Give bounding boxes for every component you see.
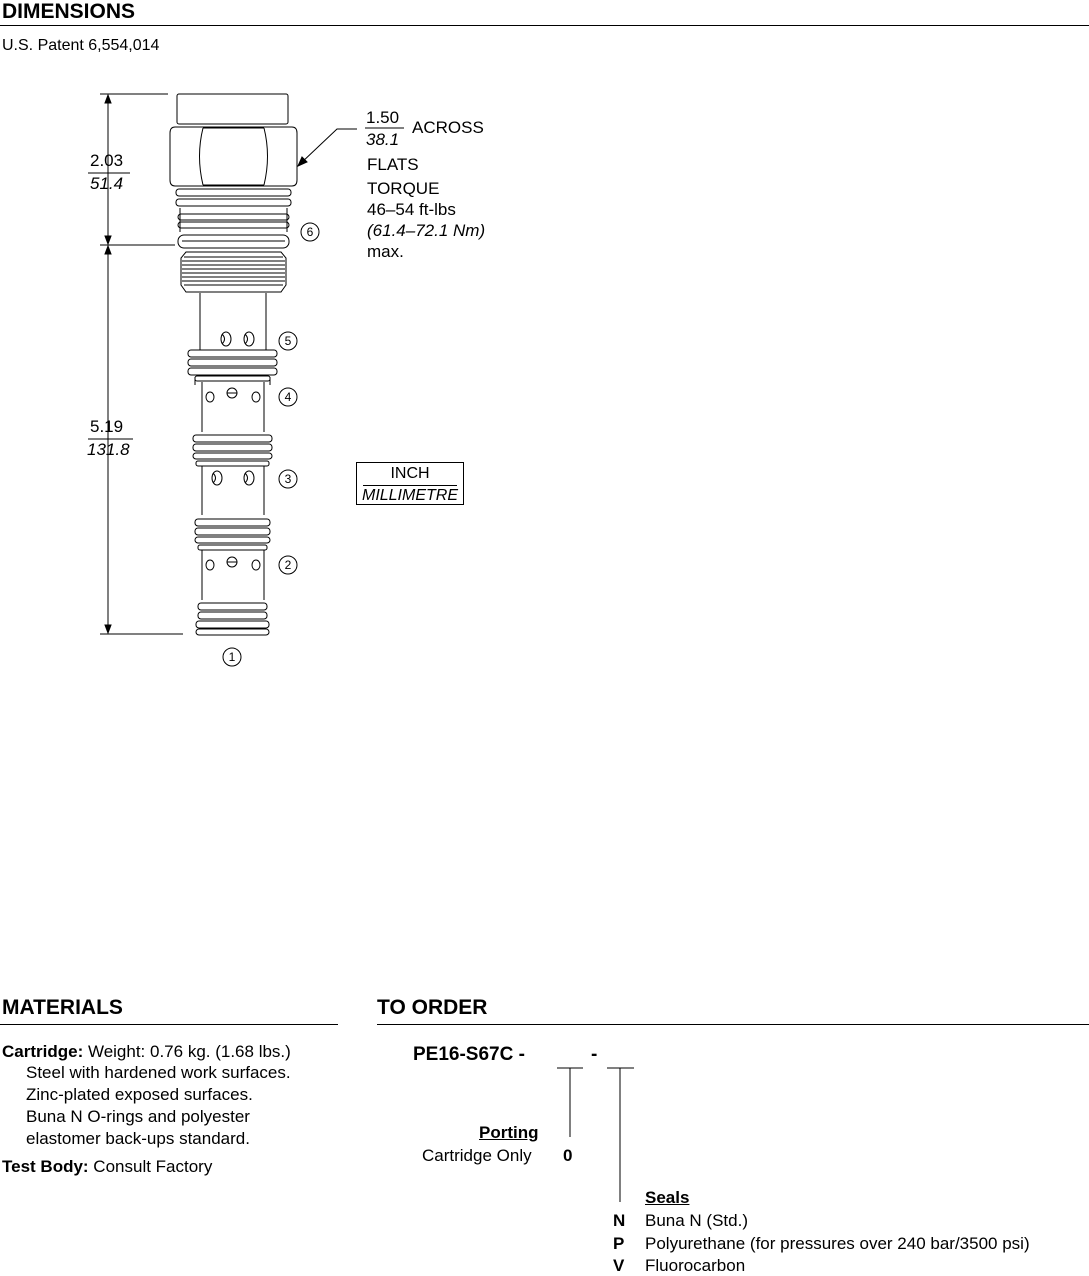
porting-option-label: Cartridge Only [422,1146,532,1165]
torque-max: max. [367,242,404,261]
units-divider [363,485,457,486]
test-body-value: Consult Factory [88,1157,213,1176]
cartridge-weight: Cartridge: Weight: 0.76 kg. (1.68 lbs.) [2,1042,291,1062]
cartridge-line-3: Buna N O-rings and polyester [26,1107,250,1126]
port-2-label: 2 [285,558,292,572]
seal-label-p: Polyurethane (for pressures over 240 bar… [645,1234,1030,1253]
hex-inch: 1.50 [366,108,400,127]
patent-text: U.S. Patent 6,554,014 [2,37,160,54]
hex-across: ACROSS [412,118,484,137]
porting-title: Porting [479,1123,539,1142]
seals-title: Seals [645,1188,690,1207]
seal-label-v: Fluorocarbon [645,1256,746,1275]
to-order-rule [377,1024,1089,1025]
cartridge-label: Cartridge: [2,1042,84,1061]
to-order-heading: TO ORDER [377,996,488,1019]
cartridge-line-4: elastomer back-ups standard. [26,1129,250,1148]
torque-ftlbs: 46–54 ft-lbs [367,200,456,219]
materials-heading: MATERIALS [2,996,123,1019]
port-5-label: 5 [285,334,292,348]
dimensions-rule [0,25,1089,26]
units-legend-box: INCH MILLIMETRE [356,462,464,505]
order-code-lines [557,1067,634,1202]
seal-label-n: Buna N (Std.) [645,1211,748,1230]
test-body: Test Body: Consult Factory [2,1157,212,1177]
seal-code-v: V [613,1256,625,1275]
model-code: PE16-S67C - [413,1044,525,1065]
cartridge-line-1: Steel with hardened work surfaces. [26,1063,291,1082]
porting-option-code: 0 [563,1146,573,1165]
materials-rule [0,1024,338,1025]
dimensions-heading: DIMENSIONS [2,0,136,23]
model-separator: - [591,1044,598,1065]
units-inch: INCH [390,465,430,482]
port-4-label: 4 [285,390,292,404]
cartridge-drawing: 1 2 3 4 5 6 [88,93,404,667]
torque-label: TORQUE [367,179,440,198]
hex-mm: 38.1 [366,130,400,149]
dim-top-inch: 2.03 [90,151,124,170]
torque-nm: (61.4–72.1 Nm) [367,221,486,240]
seal-code-p: P [613,1234,625,1253]
dim-body-inch: 5.19 [90,417,124,436]
seal-code-n: N [613,1211,626,1230]
port-3-label: 3 [285,472,292,486]
port-6-label: 6 [307,225,314,239]
port-1-label: 1 [229,650,236,664]
units-mm: MILLIMETRE [361,487,458,504]
cartridge-weight-value: Weight: 0.76 kg. (1.68 lbs.) [83,1042,291,1061]
hex-flats: FLATS [367,155,419,174]
dim-body-mm: 131.8 [87,440,130,459]
test-body-label: Test Body: [2,1157,89,1176]
dim-top-mm: 51.4 [90,174,124,193]
cartridge-line-2: Zinc-plated exposed surfaces. [26,1085,253,1104]
